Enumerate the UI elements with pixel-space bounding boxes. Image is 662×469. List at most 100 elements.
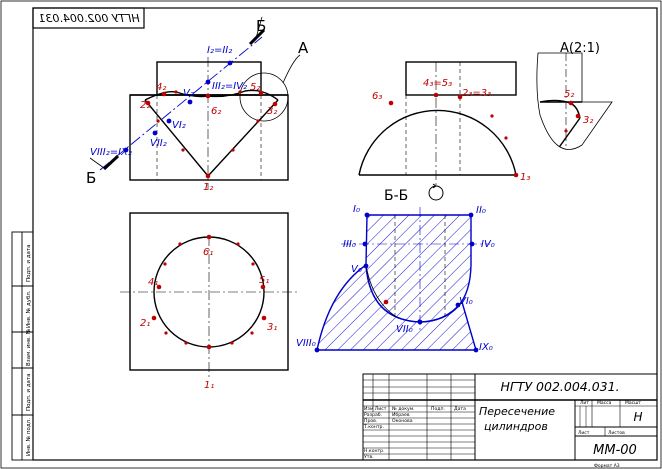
section-point-ix [473, 347, 479, 353]
front-label-5: 5₂ [250, 82, 260, 93]
section-label-viii: VIII₀ [296, 338, 316, 349]
side-strip [11, 231, 34, 461]
front-point-3 [272, 101, 278, 107]
side-label-6: 6₃ [372, 91, 382, 102]
stamp-row-checker: Пров. [364, 418, 377, 424]
side-label-replace: Взам. инв. № [26, 328, 32, 366]
side-points [388, 92, 519, 178]
section-point-iv [469, 241, 475, 247]
section-label-vii: VII₀ [396, 324, 413, 335]
side-point-4-5 [433, 92, 439, 98]
front-point-iii-iv [205, 79, 211, 85]
front-point-c [156, 119, 160, 123]
front-point-b [238, 90, 242, 94]
detail-point-a [564, 129, 568, 133]
stamp-sheet: Лист [578, 430, 590, 436]
stamp-top-mirror: НГТУ 002.004.031 [38, 12, 139, 25]
top-point-5 [260, 284, 266, 290]
side-point-6 [388, 100, 394, 106]
top-point-1 [206, 344, 212, 350]
detail-mark: А [298, 39, 309, 57]
front-label-v: V₂ [183, 88, 194, 99]
side-label-4-5: 4₃=5₃ [423, 78, 452, 89]
stamp-title-line2: цилиндров [484, 420, 548, 433]
front-view [89, 16, 301, 190]
section-upper-hatch [365, 214, 472, 323]
detail-label-3: 3₂ [583, 115, 593, 126]
front-point-4 [161, 91, 167, 97]
front-point-1 [205, 173, 211, 179]
side-label-sign-date-2: Подп. и дата [26, 374, 32, 411]
top-points [151, 234, 267, 350]
side-label-orig: Инв. № подл. [26, 418, 32, 456]
section-label-iii: III₀ [343, 239, 356, 250]
side-label-2-3: 2₃=3₃ [462, 88, 491, 99]
top-point-3 [261, 315, 267, 321]
front-point-viii-ix [123, 147, 129, 153]
section-title-group: Б-Б [384, 183, 444, 204]
front-label-vii: VII₂ [150, 138, 167, 149]
top-point-c [163, 262, 167, 266]
section-mark-top: Б [256, 17, 266, 35]
stamp-row-checker-name: Оконова [392, 418, 413, 424]
stamp-row-header: Изм Лист [364, 406, 387, 412]
section-title: Б-Б [384, 188, 408, 204]
section-point-vi [455, 302, 461, 308]
front-point-d [256, 119, 260, 123]
section-label-i: I₀ [353, 204, 360, 215]
detail-label-5: 5₂ [564, 89, 574, 100]
front-points [123, 60, 278, 179]
front-label-viii-ix: VIII₂=IX₂ [90, 147, 132, 158]
front-point-5 [258, 90, 264, 96]
detail-view [536, 52, 613, 150]
top-point-2 [151, 315, 157, 321]
section-point-vii [417, 319, 423, 325]
front-label-i-ii: I₂=II₂ [207, 45, 232, 56]
top-point-d [251, 262, 255, 266]
title-block [362, 373, 658, 461]
front-point-e [181, 148, 185, 152]
side-label-sign-date: Подп. и дата [26, 245, 32, 282]
section-point-i [364, 212, 370, 218]
stamp-title-line1: Пересечение [479, 405, 555, 418]
top-label-6: 6₁ [203, 247, 213, 258]
front-label-vi: VI₂ [172, 120, 186, 131]
top-label-4: 4₁ [148, 277, 158, 288]
front-label-3: 3₂ [267, 106, 277, 117]
top-label-5: 5₁ [259, 275, 269, 286]
top-label-1: 1₁ [204, 380, 214, 391]
front-point-f [231, 148, 235, 152]
top-point-h [230, 341, 234, 345]
stamp-row-ncontrol: Н.контр. [364, 448, 385, 454]
side-view [358, 61, 517, 185]
top-label-3: 3₁ [267, 322, 277, 333]
stamp-row-developer-name: Ибраев [392, 412, 410, 418]
section-label-ii: II₀ [476, 205, 486, 216]
section-view [314, 207, 490, 353]
stamp-header-scale: Масшт [625, 400, 641, 406]
top-point-b [236, 242, 240, 246]
detail-point-3 [575, 113, 581, 119]
front-point-vi [166, 118, 172, 124]
front-label-2: 2₂ [140, 100, 150, 111]
top-point-4 [156, 284, 162, 290]
front-label-1: 1₂ [203, 182, 213, 193]
stamp-row-header-sign: Подп. [431, 406, 445, 412]
section-point-ii [468, 212, 474, 218]
section-mark-bottom: Б [86, 169, 96, 187]
stamp-doc: ММ-00 [593, 443, 637, 458]
stamp-row-developer: Разраб. [364, 412, 382, 418]
front-point-i-ii [227, 60, 233, 66]
front-point-6 [205, 93, 211, 99]
section-point-v [363, 263, 369, 269]
stamp-row-header-doc: № докум. [392, 406, 415, 412]
stamp-header-mass: Масса [597, 400, 612, 406]
top-point-6 [206, 234, 212, 240]
side-point-2-3 [457, 94, 463, 100]
section-label-ix: IX₀ [479, 342, 493, 353]
top-point-a [178, 242, 182, 246]
section-label-vi: VI₀ [459, 296, 473, 307]
front-label-iii-iv: III₂=IV₂ [212, 81, 247, 92]
